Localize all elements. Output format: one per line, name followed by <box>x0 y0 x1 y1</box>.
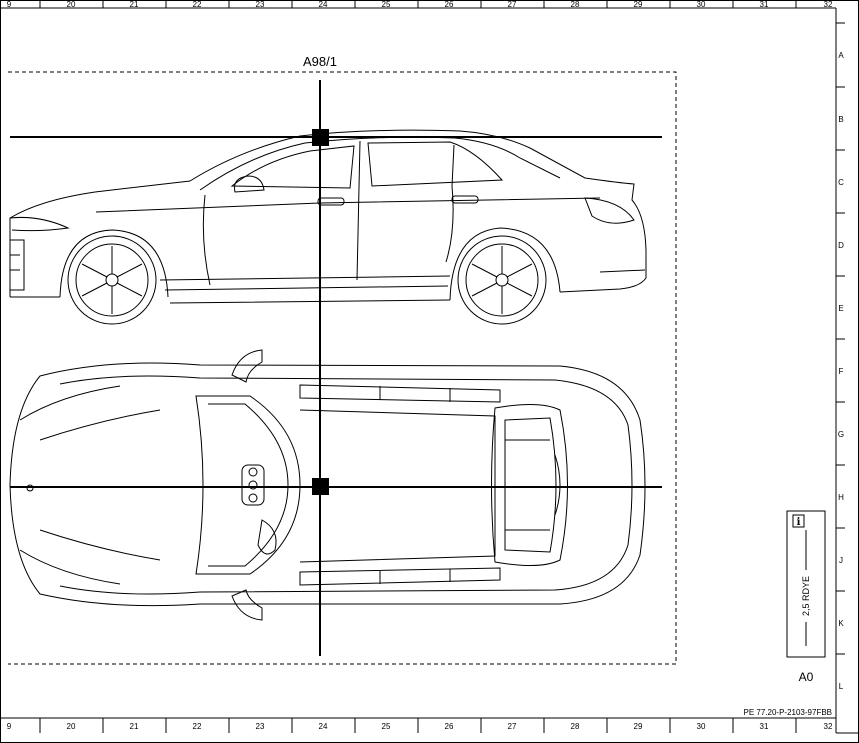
column-label: 21 <box>130 722 139 731</box>
crosshair-lines <box>10 80 662 656</box>
row-label: J <box>839 556 843 565</box>
row-label: E <box>838 304 843 313</box>
column-label: 22 <box>193 0 202 9</box>
row-label: L <box>839 682 844 691</box>
column-label: 29 <box>634 722 643 731</box>
row-labels: A B C D E F G H J K L <box>838 51 844 691</box>
row-label: D <box>838 241 844 250</box>
wire-label-bg <box>801 570 812 622</box>
column-label: 25 <box>382 0 391 9</box>
column-label: 24 <box>319 722 328 731</box>
column-label: 29 <box>634 0 643 9</box>
column-label: 30 <box>697 0 706 9</box>
mounting-point-marker <box>312 478 329 495</box>
column-label: 23 <box>256 722 265 731</box>
mounting-point-marker <box>312 129 329 146</box>
row-label: B <box>838 115 843 124</box>
row-label: C <box>838 178 844 187</box>
column-label: 22 <box>193 722 202 731</box>
ground-label: A0 <box>799 670 814 684</box>
wire-label: 2,5 RDYE <box>801 576 811 616</box>
column-label: 20 <box>67 0 76 9</box>
row-label: H <box>838 493 844 502</box>
row-label: K <box>838 619 844 628</box>
car-top-view <box>9 349 646 621</box>
car-side-view <box>9 129 647 325</box>
info-icon[interactable] <box>792 514 805 528</box>
column-label: 20 <box>67 722 76 731</box>
column-label: 30 <box>697 722 706 731</box>
column-labels-bottom: 9 20 21 22 23 24 25 26 27 28 29 30 31 32 <box>7 722 833 731</box>
column-label: 31 <box>760 0 769 9</box>
connector-box: i 2,5 RDYE <box>786 510 826 658</box>
column-label: 28 <box>571 722 580 731</box>
row-label: A <box>838 51 844 60</box>
column-dividers <box>39 0 797 733</box>
column-label: 25 <box>382 722 391 731</box>
column-label: 31 <box>760 722 769 731</box>
column-label: 28 <box>571 0 580 9</box>
column-label: 27 <box>508 722 517 731</box>
row-dividers <box>836 22 845 655</box>
column-label: 23 <box>256 0 265 9</box>
info-icon-glyph: i <box>797 517 801 528</box>
column-label: 21 <box>130 0 139 9</box>
column-label: 24 <box>319 0 328 9</box>
row-label: F <box>839 367 844 376</box>
column-label: 26 <box>445 722 454 731</box>
row-label: G <box>838 430 844 439</box>
column-label: 27 <box>508 0 517 9</box>
document-id: PE 77.20-P-2103-97FBB <box>744 708 833 717</box>
column-label: 32 <box>824 722 833 731</box>
column-labels-top: 9 20 21 22 23 24 25 26 27 28 29 30 31 32 <box>7 0 833 9</box>
component-label: A98/1 <box>303 54 337 69</box>
column-label: 9 <box>7 722 12 731</box>
column-label: 26 <box>445 0 454 9</box>
column-label: 32 <box>824 0 833 9</box>
column-label: 9 <box>7 0 12 9</box>
